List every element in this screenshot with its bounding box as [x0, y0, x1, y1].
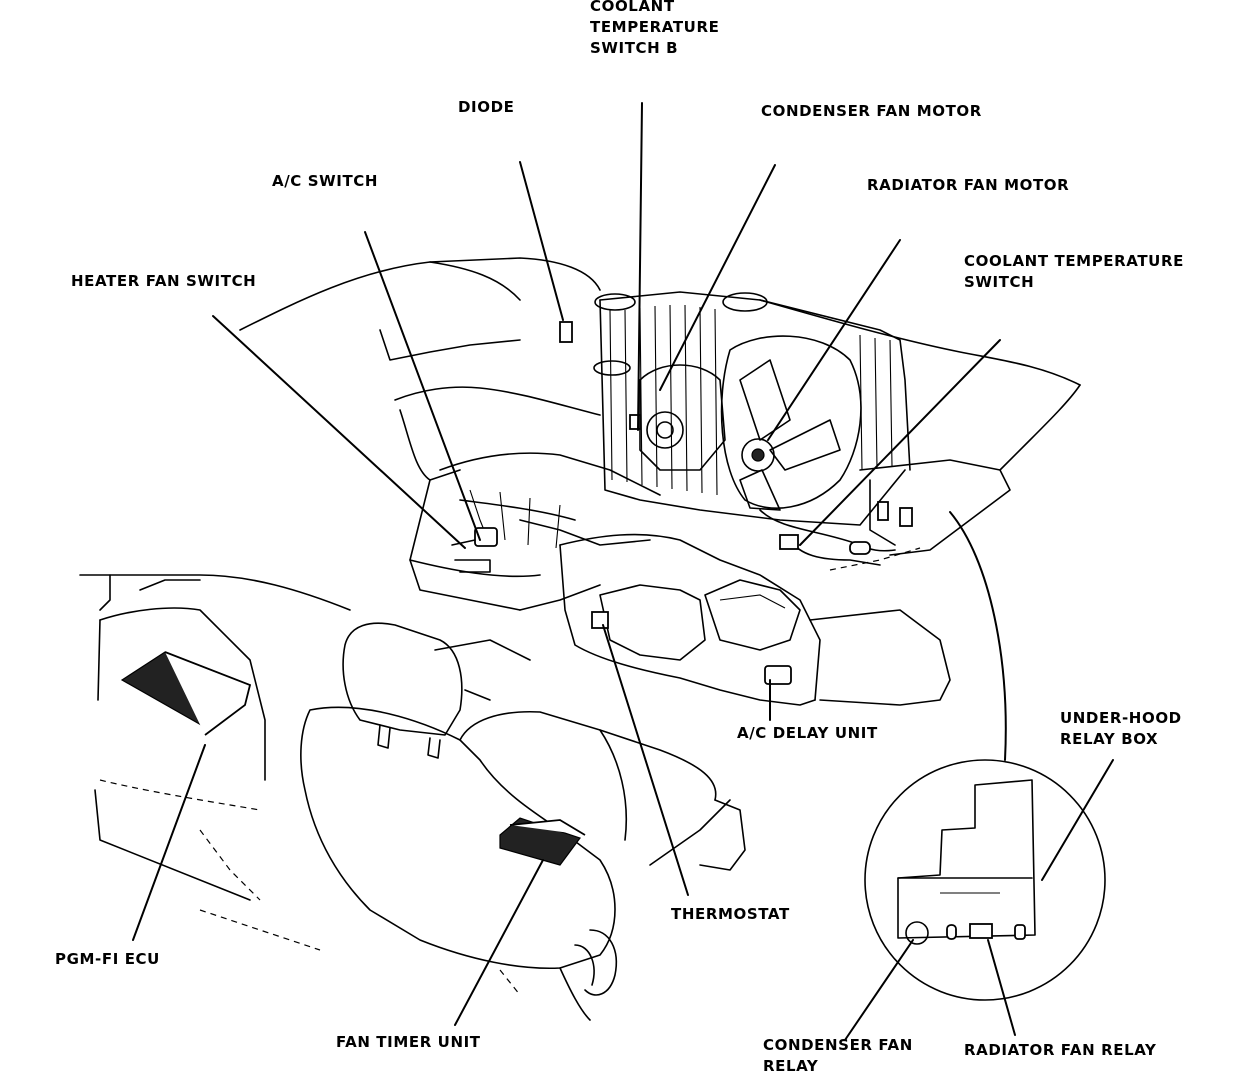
label-condenser-fan-relay: CONDENSER FAN RELAY [763, 1036, 919, 1075]
leader-ac-switch [364, 231, 481, 541]
label-diode: DIODE [458, 98, 514, 116]
leader-condenser-fan-motor [659, 164, 776, 391]
fan-timer-unit-part [499, 817, 586, 866]
leader-condenser-fan-relay [844, 939, 914, 1041]
label-ac-switch: A/C SWITCH [272, 172, 378, 190]
leader-pgm-fi-ecu [132, 744, 206, 941]
leader-diode [519, 161, 564, 321]
leader-thermostat [602, 624, 689, 896]
leader-heater-fan-switch [212, 315, 466, 549]
leader-coolant-temp-switch [799, 339, 1001, 546]
label-radiator-fan-motor: RADIATOR FAN MOTOR [867, 176, 1069, 194]
leader-radiator-fan-relay [987, 939, 1016, 1036]
label-fan-timer-unit: FAN TIMER UNIT [336, 1033, 481, 1051]
leader-under-hood-relay-box [1041, 759, 1114, 881]
radiator-assembly [559, 291, 913, 566]
thermostat-part [591, 611, 609, 629]
label-condenser-fan-motor: CONDENSER FAN MOTOR [761, 102, 982, 120]
vehicle-outline [79, 257, 1081, 1021]
relay-box-inset [864, 511, 1106, 1001]
labels: COOLANT TEMPERATURE SWITCH B DIODE CONDE… [55, 0, 1190, 1075]
label-ac-delay-unit: A/C DELAY UNIT [737, 724, 878, 742]
label-coolant-temp-switch-b: COOLANT TEMPERATURE SWITCH B [590, 0, 725, 57]
leader-coolant-temp-switch-b [637, 102, 643, 431]
label-under-hood-relay-box: UNDER-HOOD RELAY BOX [1060, 709, 1188, 748]
label-radiator-fan-relay: RADIATOR FAN RELAY [964, 1041, 1157, 1059]
leader-fan-timer-unit [454, 859, 544, 1026]
pgm-fi-ecu-part [120, 651, 252, 736]
label-pgm-fi-ecu: PGM-FI ECU [55, 950, 160, 968]
label-heater-fan-switch: HEATER FAN SWITCH [71, 272, 256, 290]
leader-lines [132, 102, 1114, 1041]
leader-radiator-fan-motor [767, 239, 901, 441]
label-thermostat: THERMOSTAT [671, 905, 790, 923]
label-coolant-temp-switch: COOLANT TEMPERATURE SWITCH [964, 252, 1190, 291]
ac-switch-part [451, 527, 498, 573]
ac-delay-unit-part [764, 665, 792, 685]
